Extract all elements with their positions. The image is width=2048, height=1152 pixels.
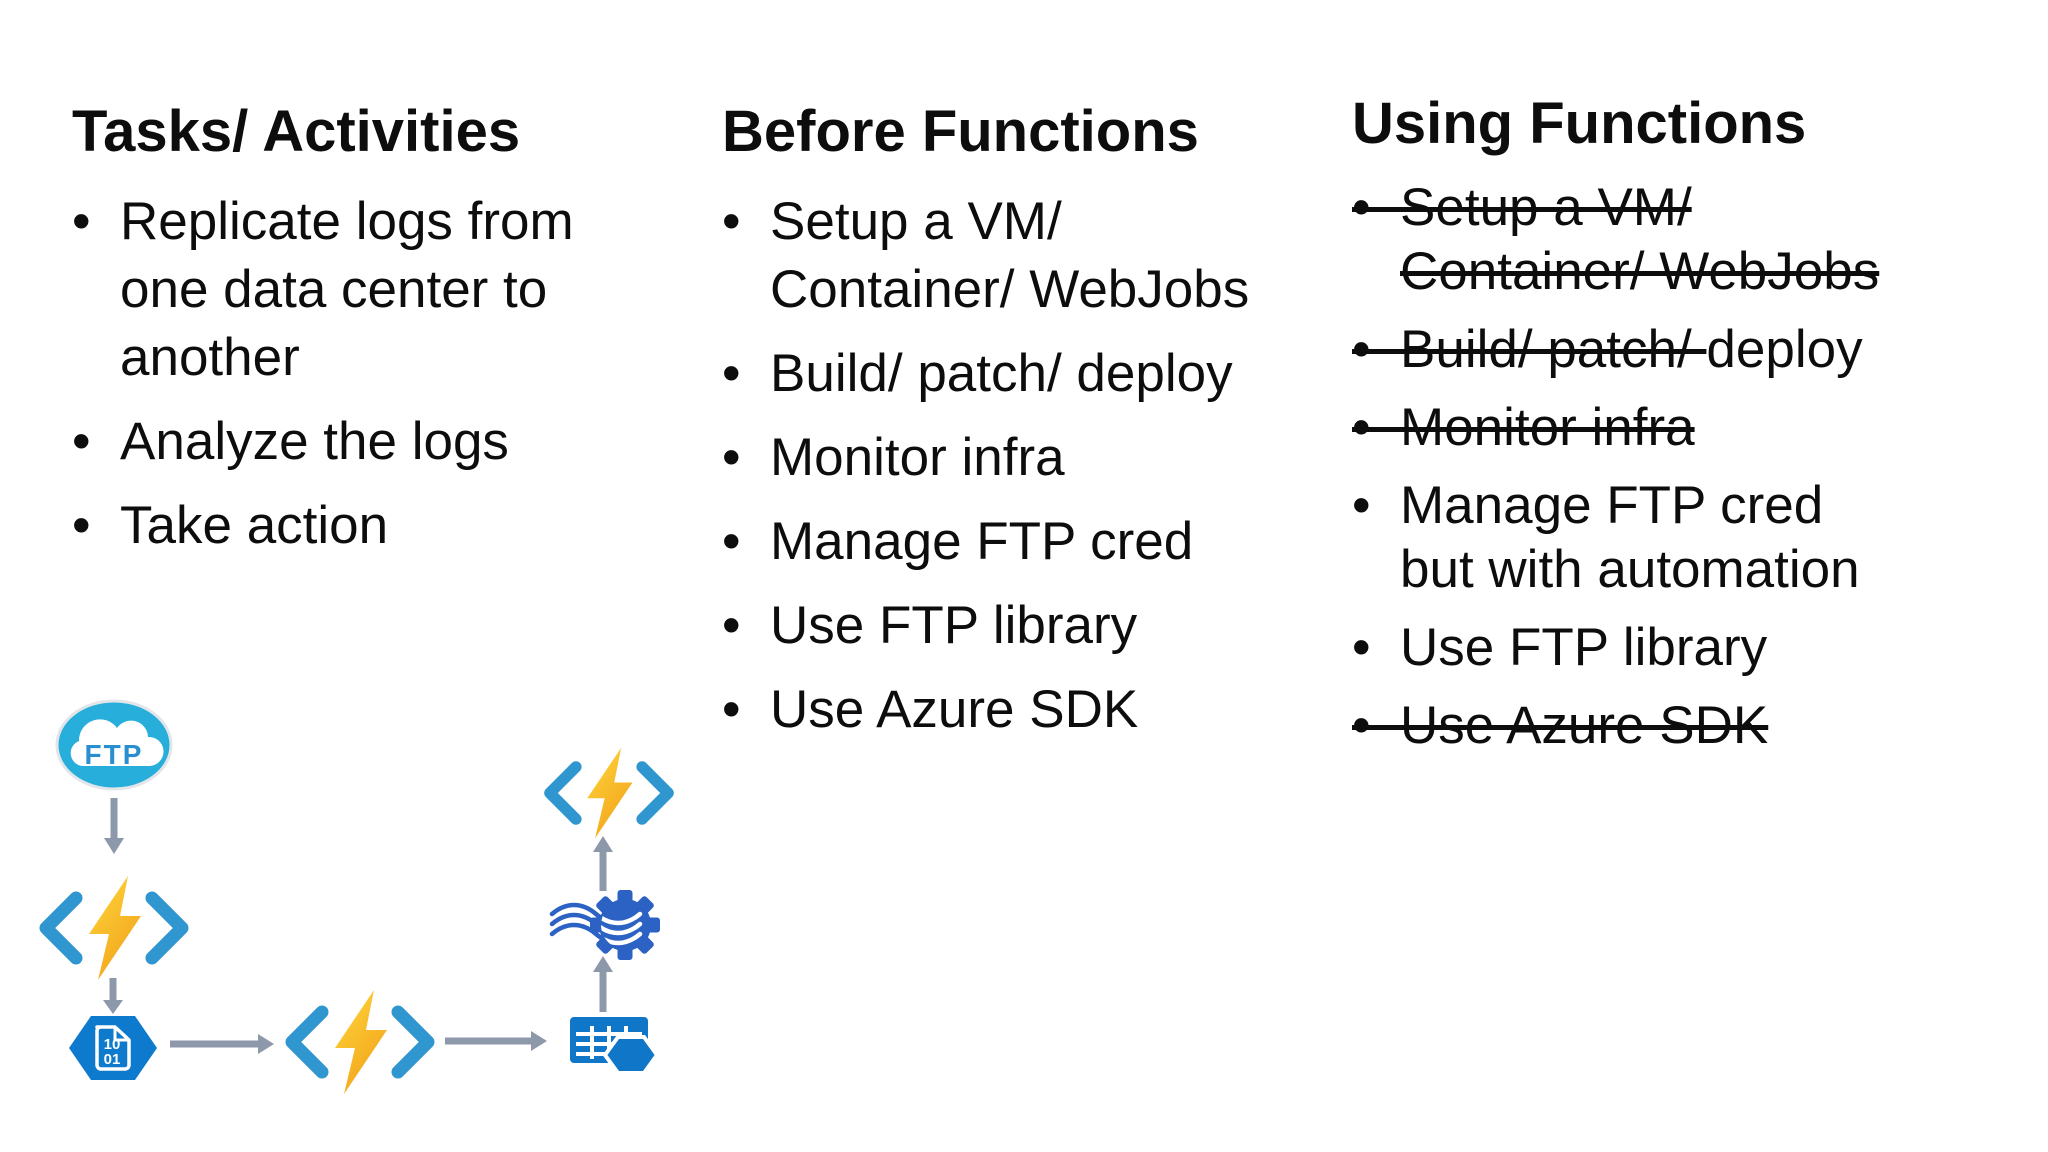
flow-arrow-right-2 [445,1031,547,1051]
column-heading-using-functions: Using Functions [1352,91,1807,156]
workflow-diagram: FTP 10 01 [0,699,700,1152]
ftp-label: FTP [85,739,144,770]
list-item: • Build/ patch/ deploy [722,340,1322,408]
binary-text-line2: 01 [104,1051,121,1068]
bullet-marker: • [722,596,771,655]
list-item: • Analyze the logs [72,408,632,476]
bullet-marker: • [1352,398,1401,457]
struck-text: Monitor infra [1400,398,1695,457]
binary-text-line1: 10 [104,1036,121,1053]
item-text: Analyze the logs [120,412,509,471]
bullet-marker: • [72,496,121,555]
item-text: deploy [1706,320,1863,379]
blob-binary-hexagon-icon: 10 01 [69,1016,157,1080]
column-before-functions: Before Functions • Setup a VM/ Container… [722,100,1322,760]
list-item: • Setup a VM/ Container/ WebJobs [1352,176,1992,304]
bullet-marker: • [722,192,771,251]
item-text: Use FTP library [1400,618,1768,677]
list-item: • Manage FTP cred [722,508,1322,576]
list-item: • Replicate logs from one data center to… [72,188,632,392]
item-text: Manage FTP cred [770,512,1194,571]
item-text: Build/ patch/ deploy [770,344,1233,403]
column-heading-before-functions: Before Functions [722,99,1199,164]
list-item: • Monitor infra [722,424,1322,492]
bullet-marker: • [722,428,771,487]
list-item: • Take action [72,492,632,560]
list-item: • Use Azure SDK [1352,694,1992,758]
bullet-marker: • [1352,618,1401,677]
azure-functions-icon [46,876,182,980]
bullet-marker: • [72,412,121,471]
struck-text: Use Azure SDK [1400,696,1769,755]
azure-functions-icon [292,990,428,1094]
using-functions-list: • Setup a VM/ Container/ WebJobs• Build/… [1352,176,1992,758]
list-item: • Monitor infra [1352,396,1992,460]
list-item: • Use FTP library [722,592,1322,660]
flow-arrow-up-2 [593,836,613,891]
list-item: • Setup a VM/ Container/ WebJobs [722,188,1322,324]
item-text: Monitor infra [770,428,1065,487]
column-using-functions: Using Functions • Setup a VM/ Container/… [1352,92,1992,772]
bullet-marker: • [722,680,771,739]
list-item: • Use FTP library [1352,616,1992,680]
item-text: Manage FTP cred but with automation [1400,476,1860,599]
stream-analytics-gear-icon [549,890,660,960]
list-item: • Use Azure SDK [722,676,1322,744]
ftp-cloud-icon: FTP [55,699,173,791]
bullet-marker: • [1352,696,1401,755]
before-functions-list: • Setup a VM/ Container/ WebJobs• Build/… [722,188,1322,744]
bullet-marker: • [1352,476,1401,535]
struck-text: Build/ patch/ [1400,320,1707,379]
list-item: • Build/ patch/ deploy [1352,318,1992,382]
flow-arrow-down-2 [103,978,123,1014]
flow-arrow-up-1 [593,956,613,1012]
item-text: Replicate logs from one data center to a… [120,192,574,387]
column-tasks: Tasks/ Activities • Replicate logs from … [72,100,632,576]
bullet-marker: • [72,192,121,251]
azure-functions-icon [550,748,668,838]
table-storage-icon [570,1017,660,1075]
bullet-marker: • [1352,320,1401,379]
item-text: Take action [120,496,389,555]
item-text: Use FTP library [770,596,1138,655]
item-text: Setup a VM/ Container/ WebJobs [770,192,1250,319]
tasks-list: • Replicate logs from one data center to… [72,188,632,560]
list-item: • Manage FTP cred but with automation [1352,474,1992,602]
item-text: Use Azure SDK [770,680,1139,739]
column-heading-tasks: Tasks/ Activities [72,99,521,164]
bullet-marker: • [722,344,771,403]
bullet-marker: • [722,512,771,571]
bullet-marker: • [1352,178,1401,237]
struck-text: Setup a VM/ Container/ WebJobs [1400,178,1880,301]
flow-arrow-right-1 [170,1034,274,1054]
flow-arrow-down-1 [104,798,124,854]
